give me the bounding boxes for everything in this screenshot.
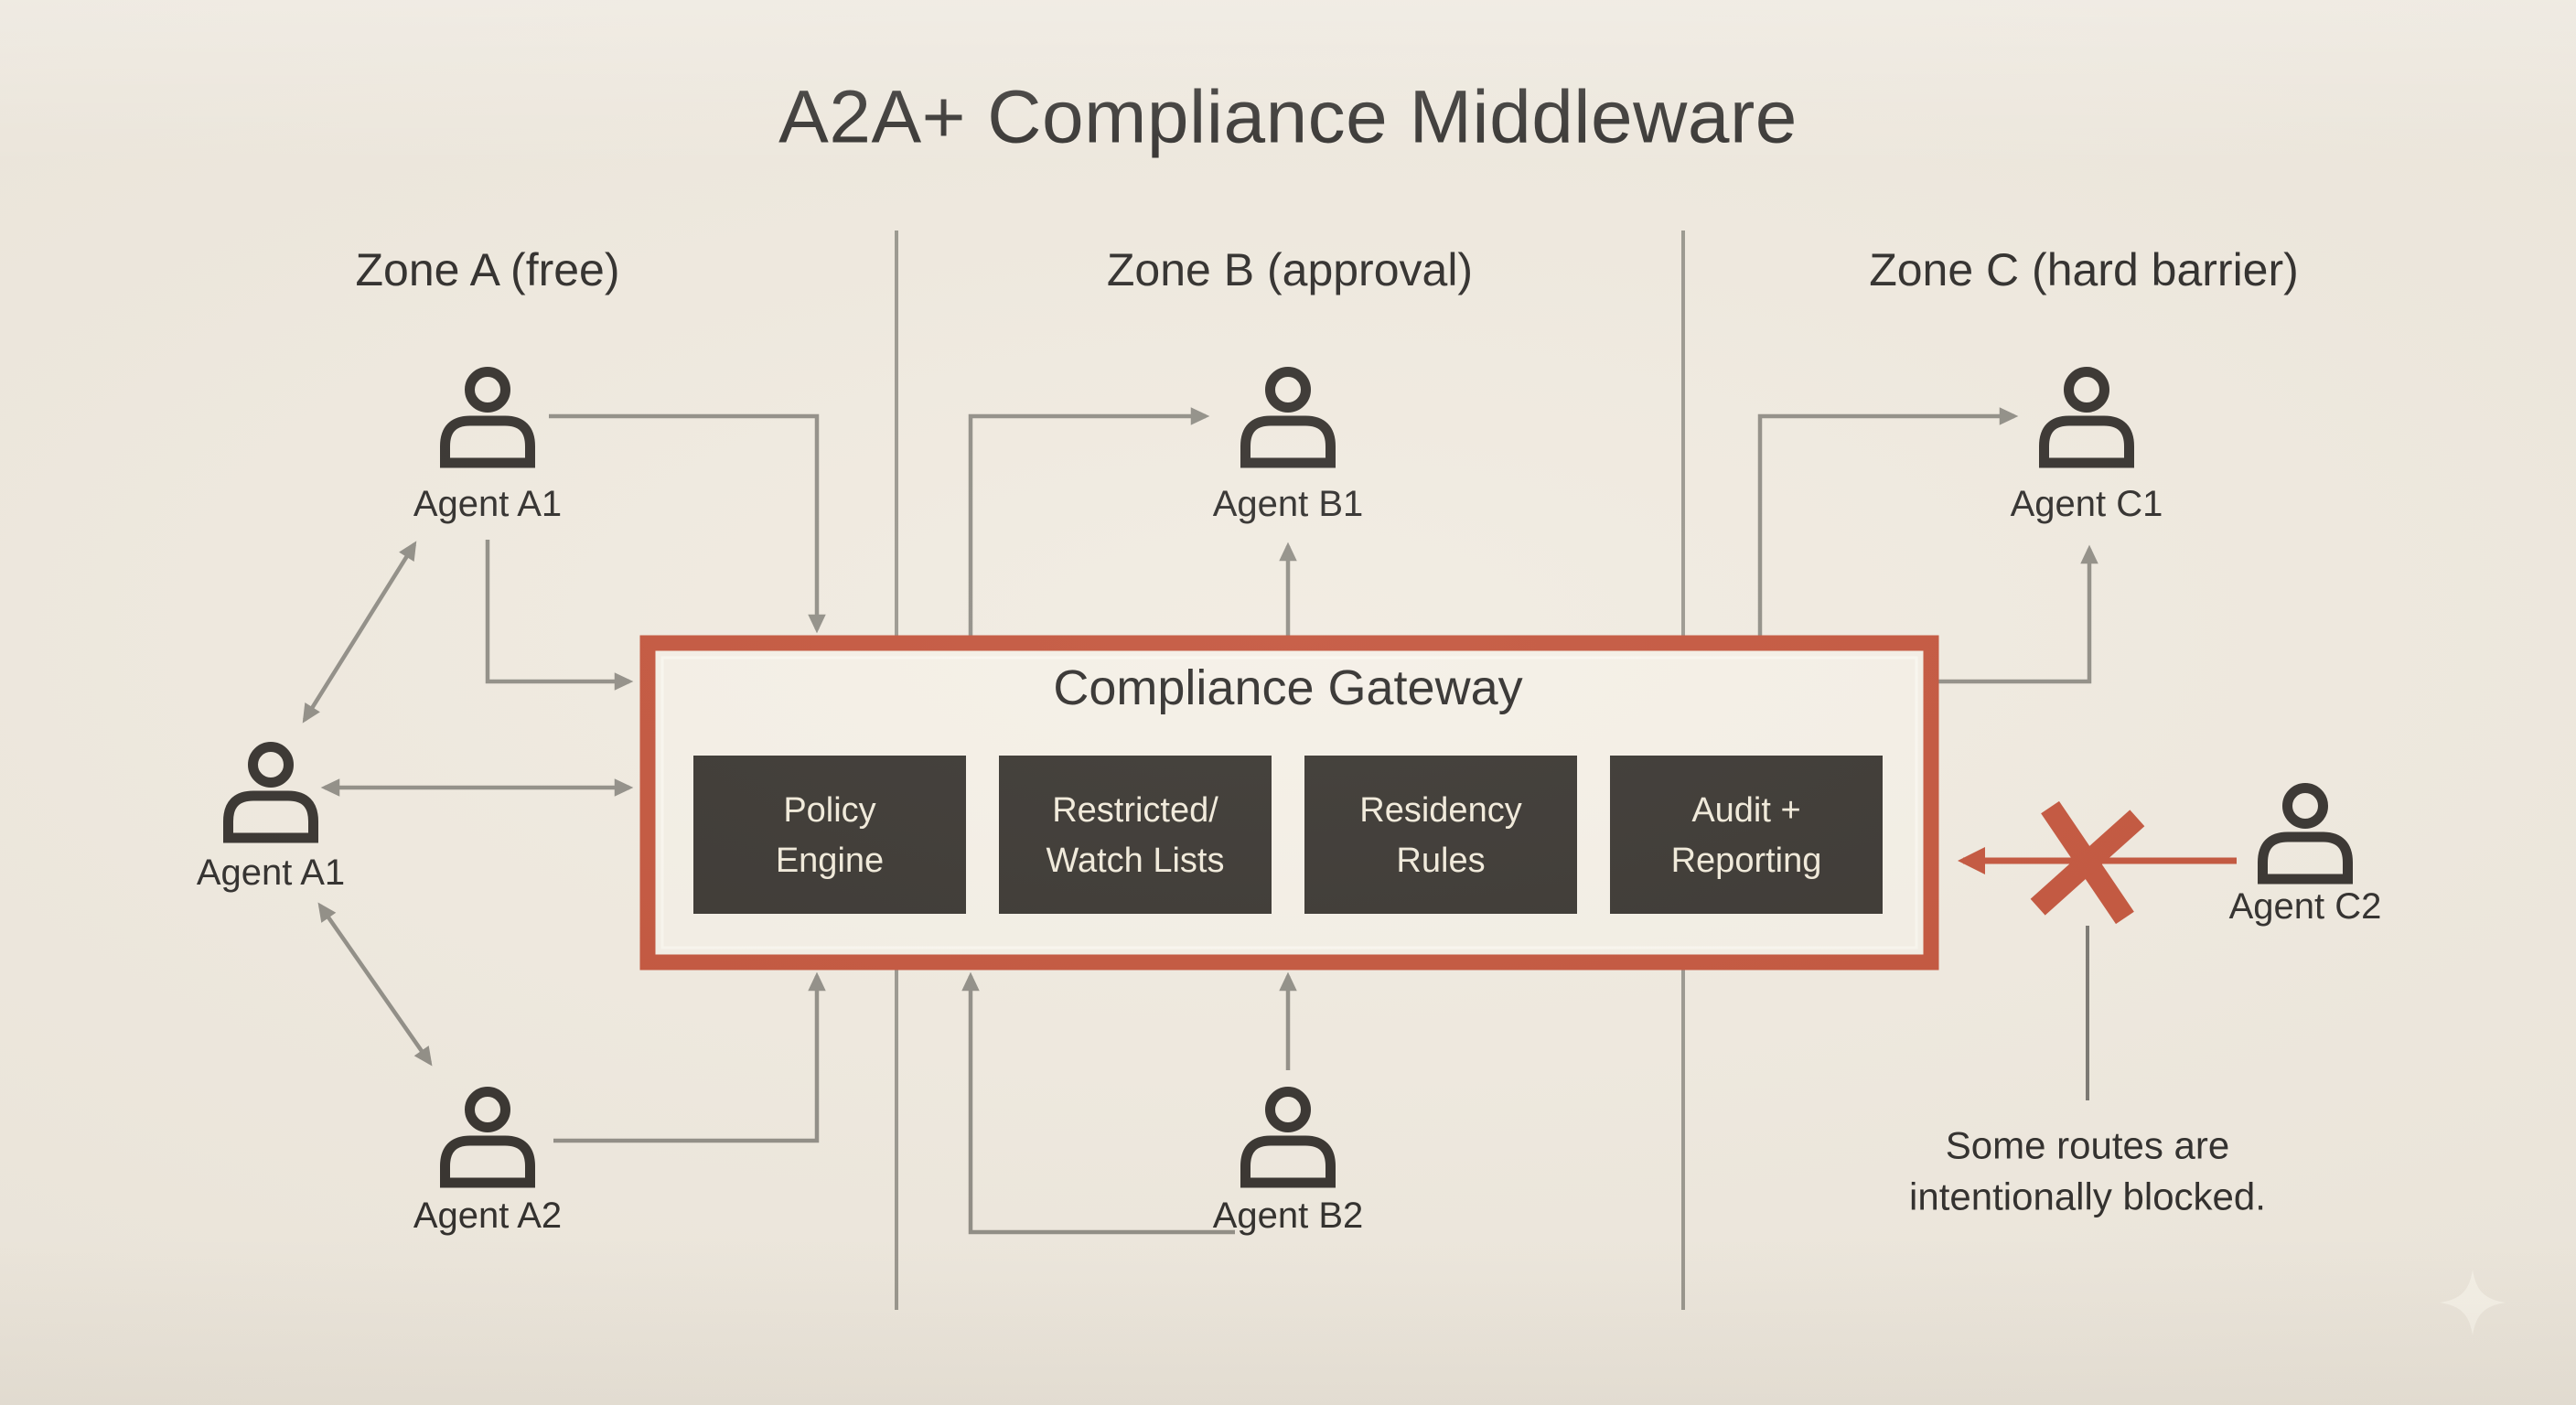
person-icon [229,747,314,839]
blocked-route: Some routes are intentionally blocked. [1909,800,2266,1218]
agent-label: Agent A1 [413,484,562,524]
agent-c2: Agent C2 [2229,788,2382,927]
note-line-2: intentionally blocked. [1909,1175,2266,1218]
agent-label: Agent C2 [2229,886,2382,927]
module-label-line2: Watch Lists [1046,842,1225,880]
module-label-line1: Restricted/ [1052,791,1218,830]
module-box [1304,756,1577,914]
module-label-line2: Rules [1396,842,1485,880]
person-icon [2045,372,2130,464]
person-icon [445,1092,531,1184]
arrow-agent-a2-to-gateway-bottom [553,971,826,1143]
arrow-agent-a1-top-to-agent-a1-left [302,541,417,724]
compliance-gateway-title: Compliance Gateway [1053,660,1522,715]
sparkle-icon [2440,1270,2506,1335]
compliance-gateway: Compliance Gateway Policy Engine Restric… [639,635,1939,971]
agent-label: Agent A2 [413,1196,562,1236]
page-title: A2A+ Compliance Middleware [778,76,1798,159]
module-box [693,756,966,914]
module-label-line1: Residency [1359,791,1521,830]
agent-label: Agent B1 [1213,484,1364,524]
arrow-agent-b2-to-gateway-bottom [961,971,1235,1235]
x-icon [2030,800,2145,925]
module-label-line1: Audit + [1691,791,1800,830]
agent-a1-top: Agent A1 [413,372,562,524]
arrow-gateway-right-to-agent-c1 [1938,544,2098,684]
zone-c-label: Zone C (hard barrier) [1869,244,2299,295]
agent-c1: Agent C1 [2011,372,2163,524]
person-icon [1246,1092,1331,1184]
person-icon [2263,788,2348,880]
person-icon [445,372,531,464]
agent-a1-left: Agent A1 [197,747,345,893]
agent-b1: Agent B1 [1213,372,1364,524]
arrow-agent-a1-left-to-agent-a2 [317,902,433,1067]
module-label-line2: Engine [776,842,884,880]
module-policy-engine: Policy Engine [693,756,966,914]
zone-b-label: Zone B (approval) [1107,244,1473,295]
module-box [1610,756,1883,914]
module-label-line1: Policy [783,791,875,830]
module-label-line2: Reporting [1671,842,1822,880]
module-audit-reporting: Audit + Reporting [1610,756,1883,914]
arrow-agent-a1-top-to-gateway-top [549,413,826,634]
agent-a2: Agent A2 [413,1092,562,1236]
agent-label: Agent B2 [1213,1196,1364,1236]
note-line-1: Some routes are [1946,1124,2230,1167]
arrow-agent-a1-top-to-gateway-left [485,540,634,691]
agent-label: Agent C1 [2011,484,2163,524]
agent-b2: Agent B2 [1213,1092,1364,1236]
module-box [999,756,1272,914]
compliance-gateway-inner-edge [660,656,1918,949]
module-restricted-watch-lists: Restricted/ Watch Lists [999,756,1272,914]
arrow-gateway-top-to-agent-b1 [968,407,1210,640]
arrow-gateway-top-to-agent-c1 [1757,407,2019,640]
module-residency-rules: Residency Rules [1304,756,1577,914]
zone-a-label: Zone A (free) [355,244,619,295]
person-icon [1246,372,1331,464]
agent-label: Agent A1 [197,853,345,893]
